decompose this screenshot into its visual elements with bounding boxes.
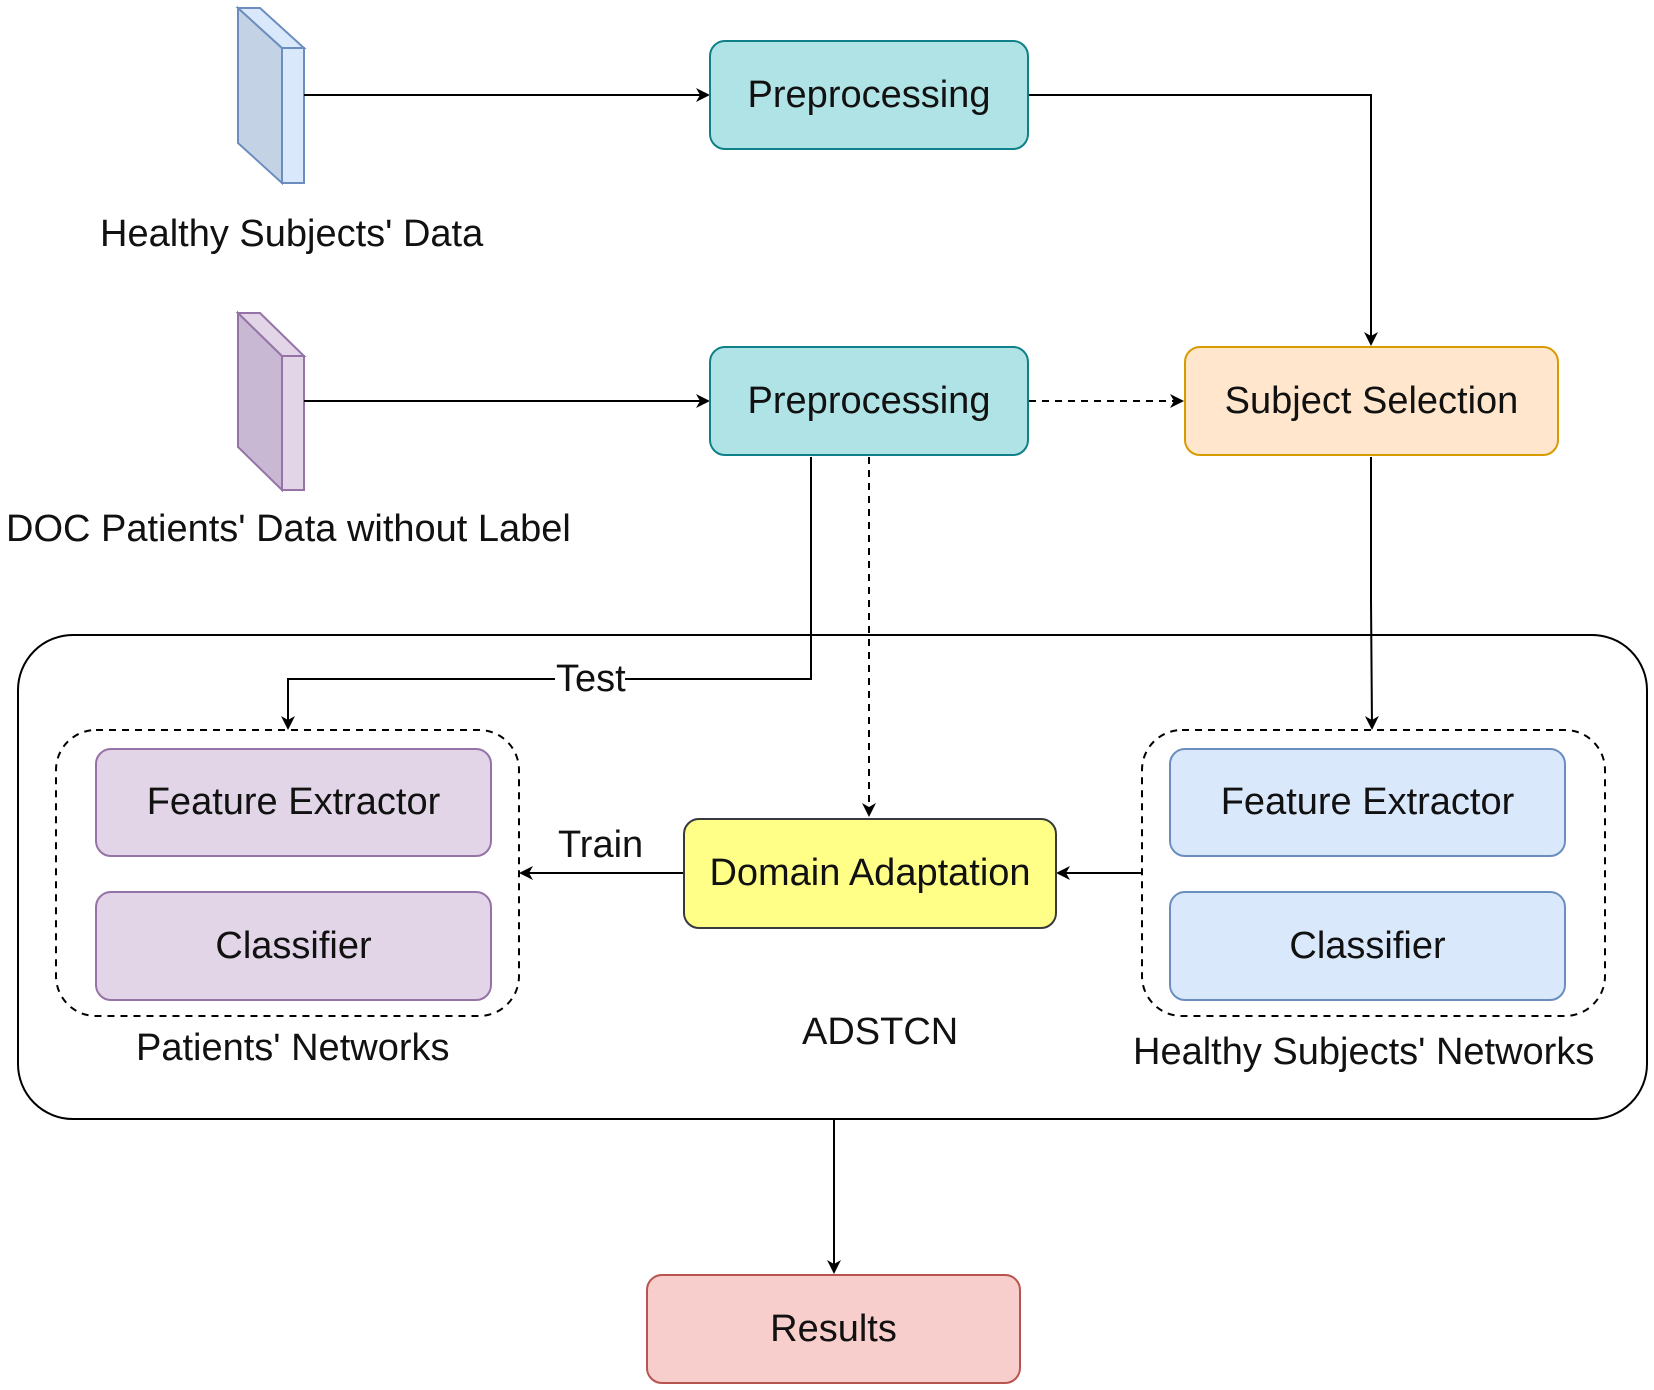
- preprocessing-mid-node[interactable]: Preprocessing: [709, 346, 1029, 456]
- domain-adaptation-node[interactable]: Domain Adaptation: [683, 818, 1057, 929]
- train-edge-label: Train: [558, 824, 644, 866]
- patients-feature-extractor-node[interactable]: Feature Extractor: [95, 748, 492, 857]
- preprocessing-top-node[interactable]: Preprocessing: [709, 40, 1029, 150]
- patients-data-icon: [235, 310, 307, 493]
- healthy-data-label: Healthy Subjects' Data: [100, 213, 484, 255]
- edge-test: [281, 457, 812, 730]
- edge-preprocessing-top-to-subject-selection: [1029, 94, 1378, 346]
- adstcn-container: [17, 634, 1648, 1120]
- healthy-networks-label: Healthy Subjects' Networks: [1133, 1031, 1595, 1073]
- healthy-data-icon: [235, 5, 307, 186]
- test-edge-label: Test: [556, 658, 626, 700]
- patients-data-label: DOC Patients' Data without Label: [6, 508, 571, 550]
- results-node[interactable]: Results: [646, 1274, 1021, 1384]
- healthy-classifier-node[interactable]: Classifier: [1169, 891, 1566, 1001]
- healthy-feature-extractor-node[interactable]: Feature Extractor: [1169, 748, 1566, 857]
- patients-classifier-node[interactable]: Classifier: [95, 891, 492, 1001]
- subject-selection-node[interactable]: Subject Selection: [1184, 346, 1559, 456]
- adstcn-label: ADSTCN: [802, 1011, 959, 1053]
- edge-subject-selection-to-healthy-networks: [1364, 457, 1379, 730]
- patients-networks-label: Patients' Networks: [136, 1027, 450, 1069]
